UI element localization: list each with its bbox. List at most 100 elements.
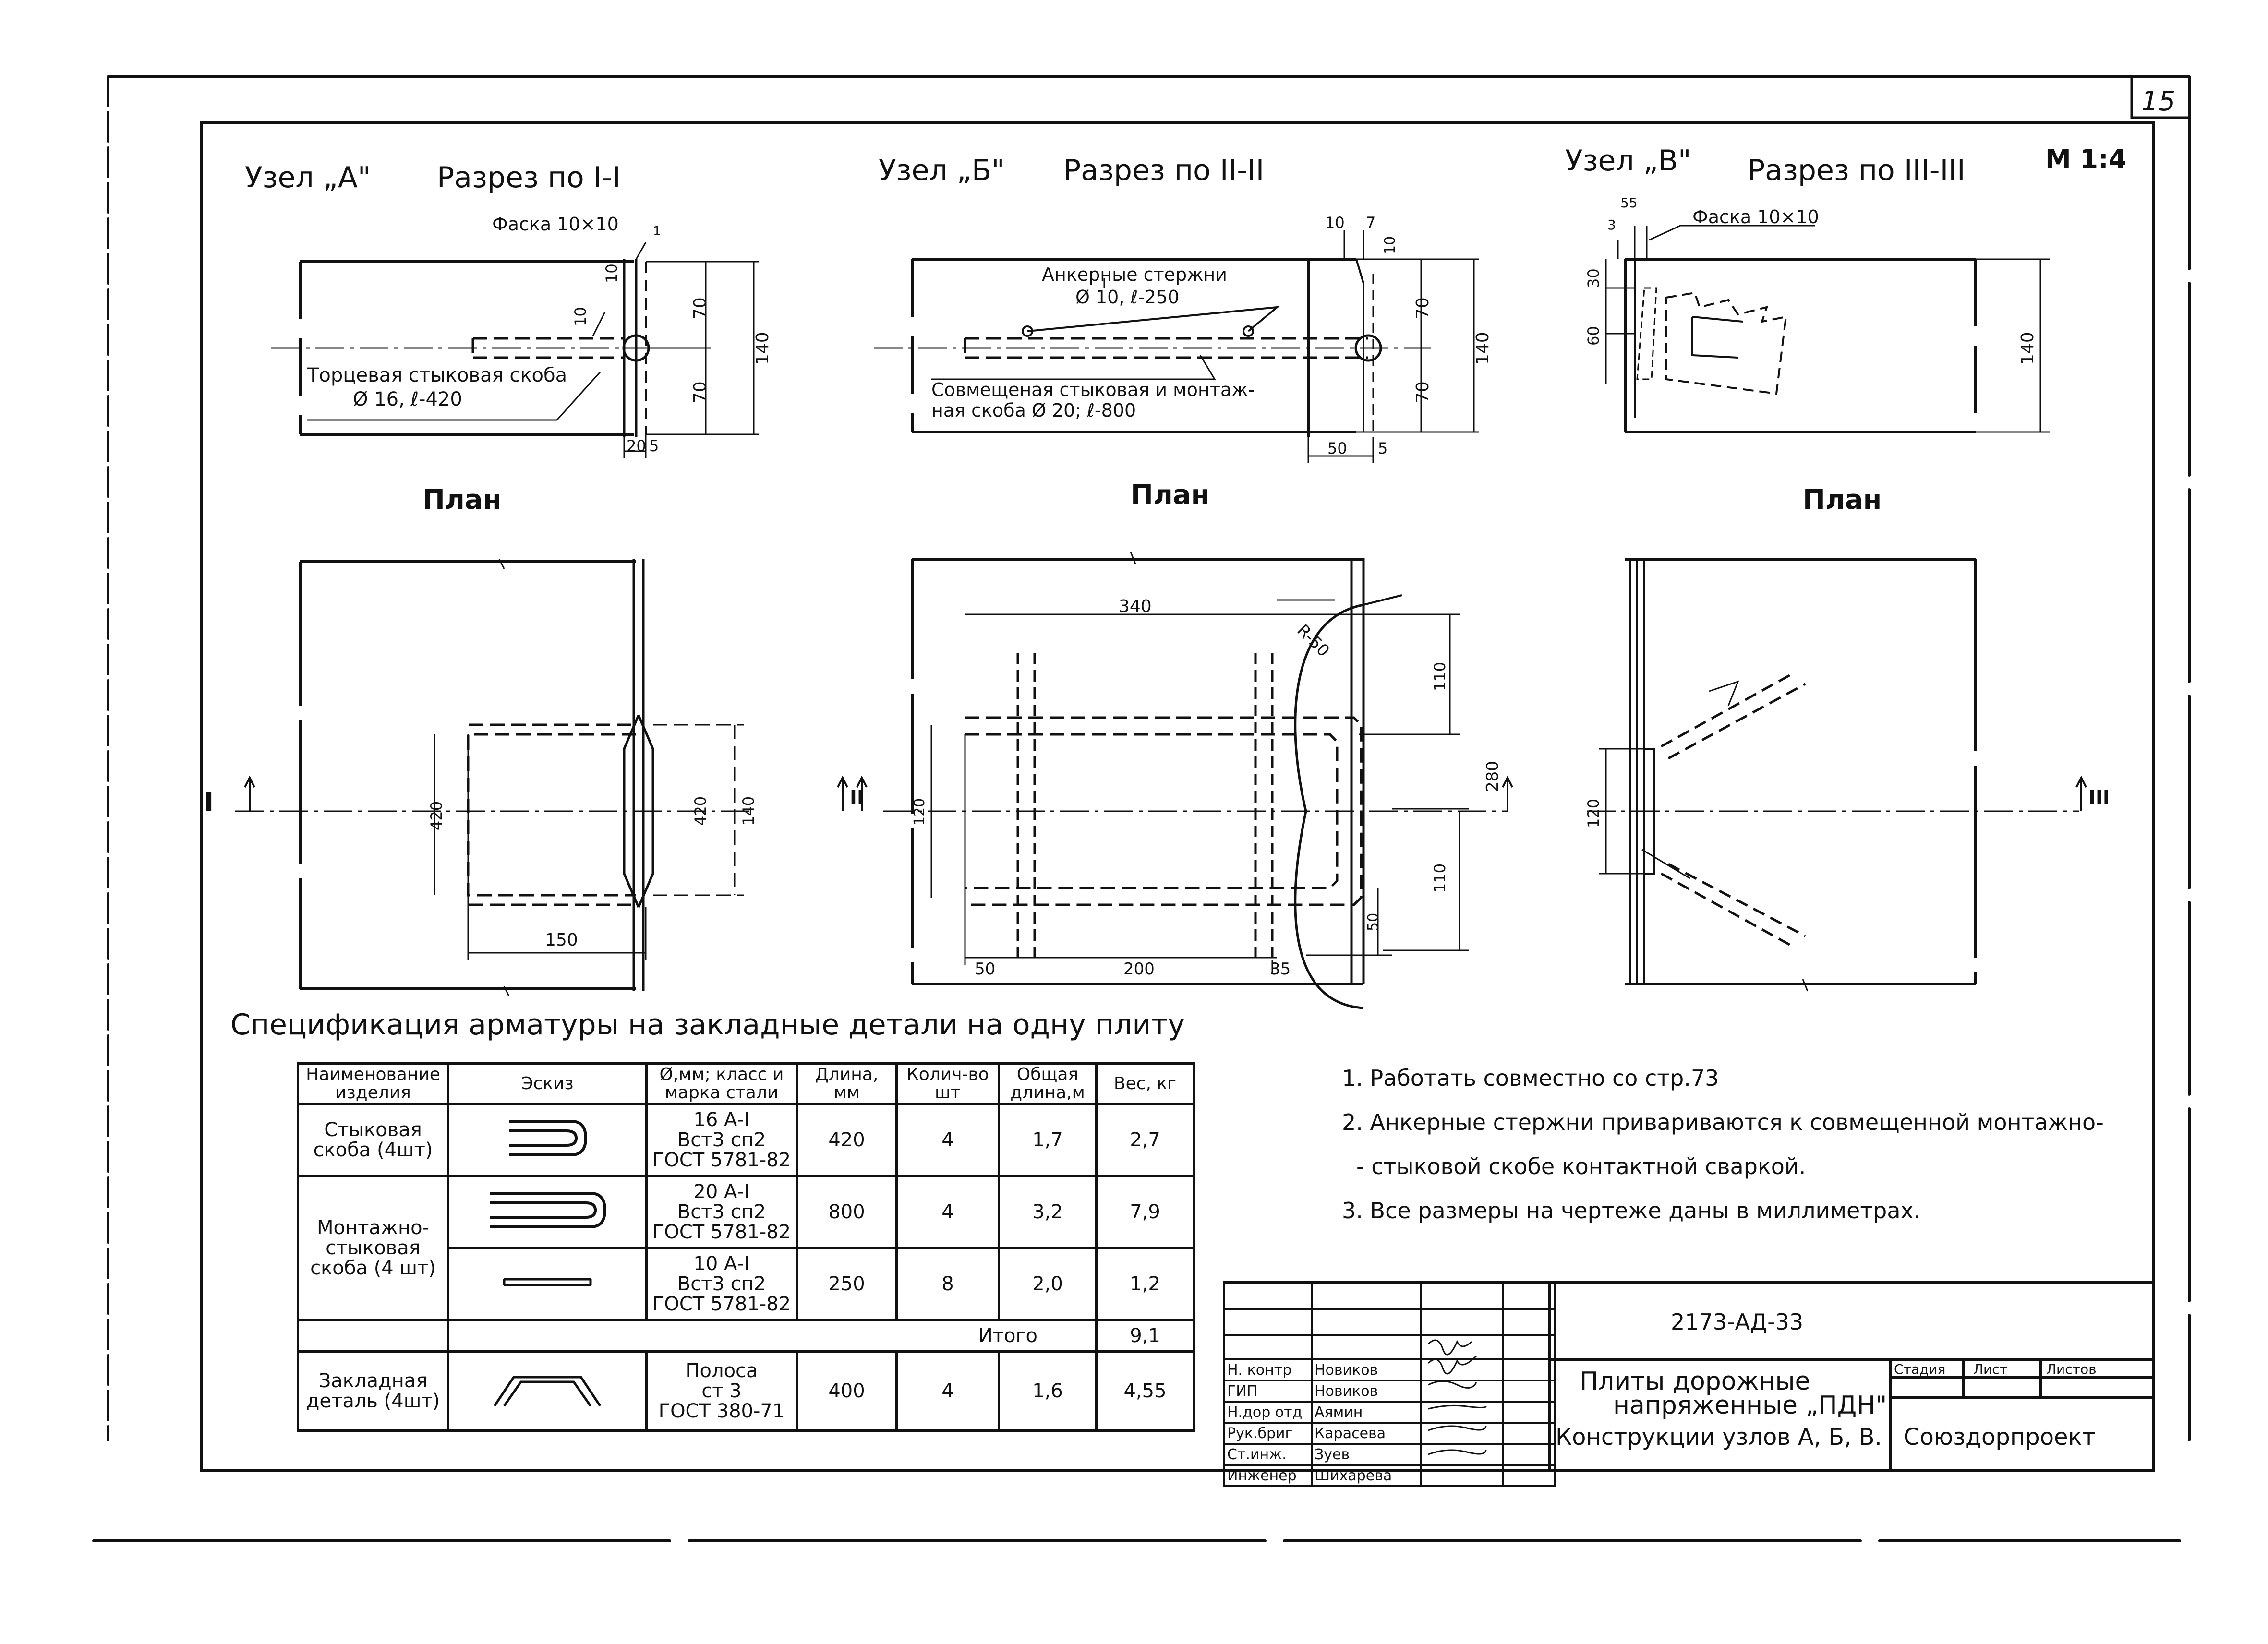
stamp-org: Союздорпроект [1904, 1424, 2096, 1451]
node-c-dim-60: 60 [1584, 326, 1603, 346]
note-2-cont: - стыковой скобе контактной сваркой. [1356, 1153, 1806, 1179]
stamp-role: Рук.бриг [1223, 1422, 1313, 1445]
stamp-signature [1420, 1464, 1504, 1487]
inner-frame [200, 121, 2155, 1472]
node-b-anchor-label-2: Ø 10, ℓ-250 [1075, 287, 1179, 308]
stamp-role: Н.дор отд [1223, 1401, 1313, 1424]
stamp-blank-row [1223, 1308, 1556, 1336]
spec-header-steel: Ø,мм; класс и марка стали [645, 1062, 798, 1105]
spec-header-sketch: Эскиз [447, 1062, 648, 1105]
stamp-name: Новиков [1311, 1358, 1422, 1381]
notes: 1. Работать совместно со стр.73 2. Анкер… [1342, 1056, 2158, 1233]
stamp-signature [1420, 1401, 1504, 1424]
spec-steel-line: 16 А-I [693, 1109, 750, 1131]
spec-steel-line: ГОСТ 5781-82 [652, 1293, 791, 1316]
node-a-dim-small: 1 [653, 224, 661, 239]
spec-header-weight: Вес, кг [1095, 1062, 1195, 1105]
node-b-dim-7: 7 [1366, 214, 1375, 232]
note-2: 2. Анкерные стержни привариваются к совм… [1342, 1109, 2104, 1135]
stamp-signature [1420, 1443, 1504, 1466]
embedded-plate-sketch-icon [493, 1376, 602, 1407]
stamp-date [1502, 1464, 1556, 1487]
stamp-blank-row [1223, 1334, 1556, 1360]
node-a-section-title: Разрез по I-I [437, 161, 621, 194]
node-c-dim-3: 3 [1607, 217, 1616, 233]
spec-row-weight: 7,9 [1095, 1175, 1195, 1249]
node-a-plan-dim-420a: 420 [427, 801, 446, 830]
staple-sketch-icon [509, 1120, 588, 1157]
spec-row-qty: 8 [895, 1247, 1000, 1321]
spec-row-weight: 2,7 [1095, 1103, 1195, 1177]
spec-row-qty: 4 [895, 1350, 1000, 1432]
spec-row-total: 1,6 [998, 1350, 1098, 1432]
stamp-blank [1223, 1283, 1313, 1310]
stamp-signature [1420, 1358, 1504, 1381]
spec-steel-line: ГОСТ 380-71 [658, 1400, 785, 1422]
node-a-bar-label-2: Ø 16, ℓ-420 [353, 388, 462, 410]
stamp-signature [1420, 1380, 1504, 1403]
node-b-plan-dim-340: 340 [1119, 597, 1152, 616]
stamp-blank [1311, 1334, 1422, 1360]
spec-row-length: 800 [796, 1175, 898, 1249]
stamp-blank [1502, 1334, 1556, 1360]
spec-row-qty: 4 [895, 1103, 1000, 1177]
node-a-dim-140: 140 [753, 332, 772, 365]
stamp-role: Инженер [1223, 1464, 1313, 1487]
node-b-section [874, 230, 1479, 463]
stamp-stage-header: Стадия [1894, 1361, 1945, 1377]
node-a-dim-70a: 70 [690, 297, 710, 319]
spec-steel-line: 20 А-I [693, 1181, 750, 1203]
node-a-dim-70b: 70 [690, 381, 710, 403]
stamp-blank [1420, 1334, 1504, 1360]
spec-total-empty [297, 1319, 449, 1353]
stamp-sheet-header: Лист [1973, 1361, 2007, 1377]
stamp-sheets-header: Листов [2046, 1361, 2097, 1377]
stamp-title-line1: Плиты дорожные [1580, 1367, 1810, 1396]
node-c-dim-30: 30 [1584, 268, 1603, 288]
stamp-name: Карасева [1311, 1422, 1422, 1445]
spec-steel-line: 10 А-I [693, 1253, 750, 1275]
node-b-plan-dim-110b: 110 [1431, 864, 1449, 893]
drawing-scale: М 1:4 [2045, 144, 2126, 174]
node-b-dim-10b: 10 [1382, 236, 1399, 254]
node-b-title: Узел „Б" [879, 154, 1005, 187]
stamp-blank [1311, 1283, 1422, 1310]
stamp-blank [1502, 1283, 1556, 1310]
spec-row-length: 250 [796, 1247, 898, 1321]
spec-row-weight: 1,2 [1095, 1247, 1195, 1321]
node-b-plan-dim-120: 120 [911, 798, 928, 826]
spec-row-total: 3,2 [998, 1175, 1098, 1249]
stamp-date [1502, 1358, 1556, 1381]
node-b-dim-70b: 70 [1413, 381, 1433, 403]
node-a-plan-dim-150: 150 [545, 930, 578, 950]
stamp-name: Зуев [1311, 1443, 1422, 1466]
node-c-title: Узел „В" [1565, 144, 1691, 178]
spec-header-qty: Колич-во шт [895, 1062, 1000, 1105]
spec-title: Спецификация арматуры на закладные детал… [230, 1008, 1185, 1042]
stamp-role: Н. контр [1223, 1358, 1313, 1381]
node-b-anchor-label-1: Анкерные стержни [1042, 264, 1227, 285]
spec-sketch-long-staple [447, 1175, 648, 1249]
stamp-date [1502, 1422, 1556, 1445]
node-a-dim-5: 5 [649, 437, 659, 455]
node-a-plan [235, 559, 749, 996]
node-c-plan [1587, 558, 2087, 992]
bar-sketch-icon [503, 1278, 592, 1286]
spec-header-row: Наименование изделия Эскиз Ø,мм; класс и… [297, 1062, 1195, 1105]
node-c-section [1605, 225, 2050, 433]
spec-header-length: Длина, мм [796, 1062, 898, 1105]
spec-steel-line: ст 3 [701, 1380, 742, 1402]
stamp-blank [1502, 1308, 1556, 1336]
node-b-section-mark: II [850, 787, 864, 809]
node-a-section [271, 242, 759, 458]
spec-steel-line: ГОСТ 5781-82 [652, 1221, 791, 1244]
